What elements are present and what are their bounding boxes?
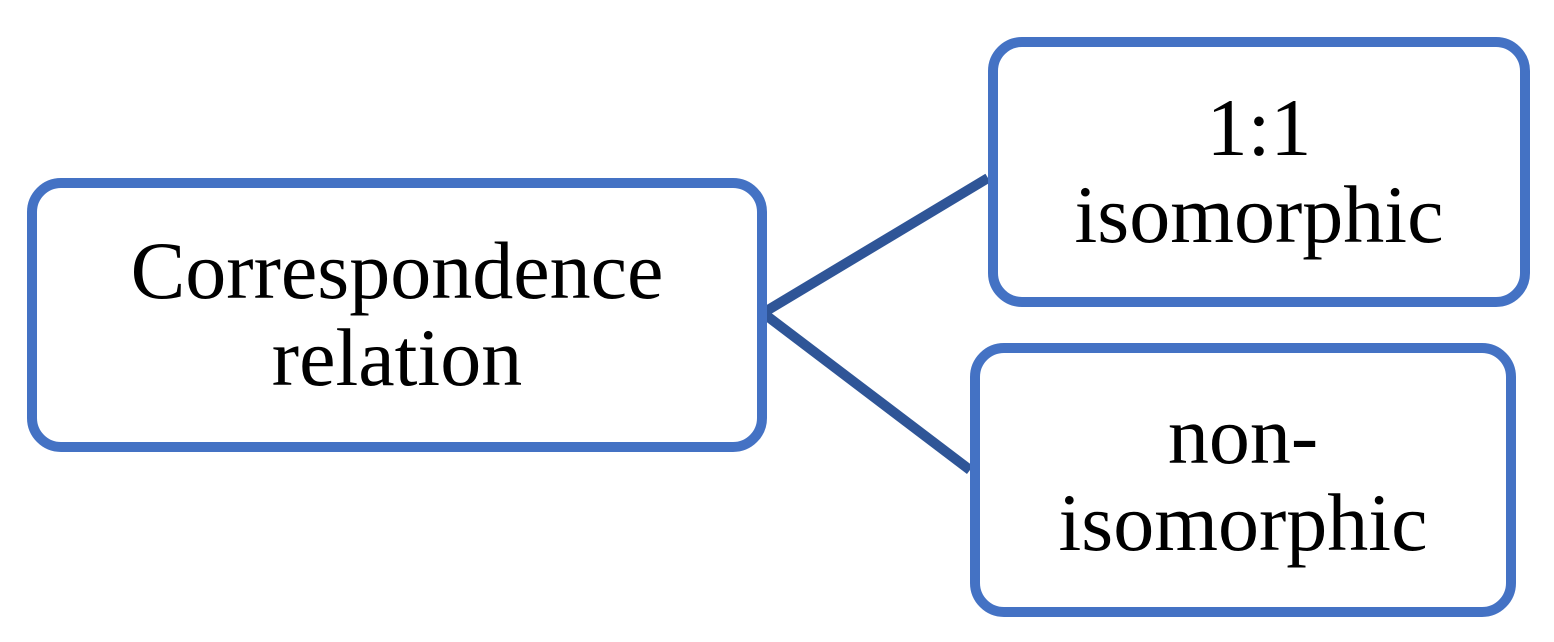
edge-correspondence-to-non-isomorphic	[759, 309, 974, 474]
node-label-line: isomorphic	[1058, 477, 1428, 568]
node-isomorphic: 1:1 isomorphic	[988, 37, 1530, 307]
node-label-line: isomorphic	[1074, 169, 1444, 260]
node-label-line: 1:1	[1206, 82, 1312, 174]
edge-correspondence-to-isomorphic	[760, 173, 991, 318]
node-label-line: relation	[271, 312, 523, 403]
node-label-line: non-	[1167, 390, 1319, 482]
node-non-isomorphic: non- isomorphic	[970, 343, 1516, 617]
node-correspondence-relation: Correspondence relation	[27, 178, 767, 452]
node-label-line: Correspondence	[130, 225, 664, 317]
